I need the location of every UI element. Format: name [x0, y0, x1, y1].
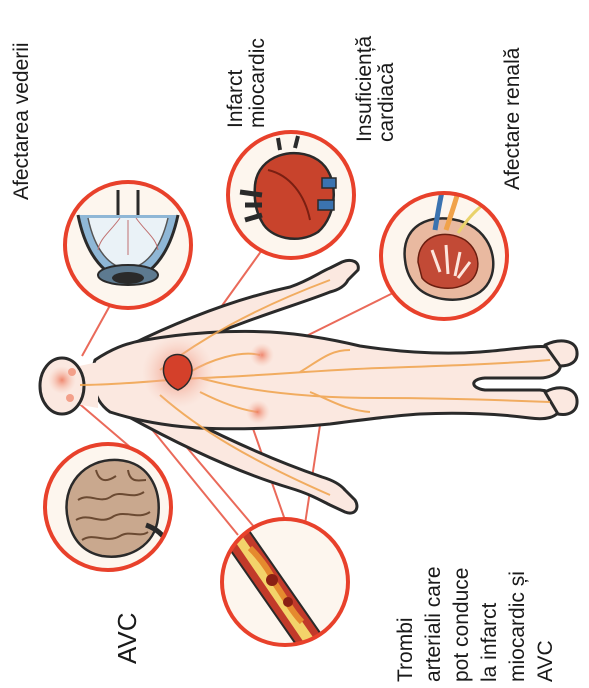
brain-circle — [45, 444, 172, 570]
label-vision: Afectarea vederii — [11, 4, 33, 200]
label-heart-failure: Insuficiență cardiacă — [354, 4, 398, 142]
label-thrombi-line1: Trombi — [392, 536, 420, 682]
label-vision-text: Afectarea vederii — [11, 4, 33, 200]
connector-eye — [82, 300, 113, 356]
label-mi-line1: Infarct — [225, 4, 247, 128]
label-thrombi-line4: la infarct — [476, 536, 504, 682]
label-myocardial-infarction: Infarct miocardic — [225, 4, 269, 128]
label-renal-text: Afectare renală — [502, 4, 524, 190]
label-hf-line2: cardiacă — [376, 4, 398, 142]
label-hf-line1: Insuficiență — [354, 4, 376, 142]
label-thrombi-line2: arteriali care — [420, 536, 448, 682]
artery-circle — [222, 519, 348, 650]
eye-circle — [65, 182, 191, 308]
label-stroke: AVC — [113, 590, 141, 664]
label-thrombi-line5: miocardic și — [504, 536, 532, 682]
label-thrombi: Trombi arteriali care pot conduce la inf… — [392, 536, 560, 682]
heart-circle — [228, 132, 354, 258]
kidney-circle — [381, 192, 507, 319]
label-stroke-text: AVC — [113, 590, 141, 664]
label-thrombi-line6: AVC — [532, 536, 560, 682]
label-mi-line2: miocardic — [247, 4, 269, 128]
connector-artery-4 — [305, 412, 322, 524]
hotspot-abdomen-upper — [250, 343, 274, 367]
label-thrombi-line3: pot conduce — [448, 536, 476, 682]
hotspot-abdomen-lower — [246, 400, 270, 424]
label-renal: Afectare renală — [502, 4, 524, 190]
